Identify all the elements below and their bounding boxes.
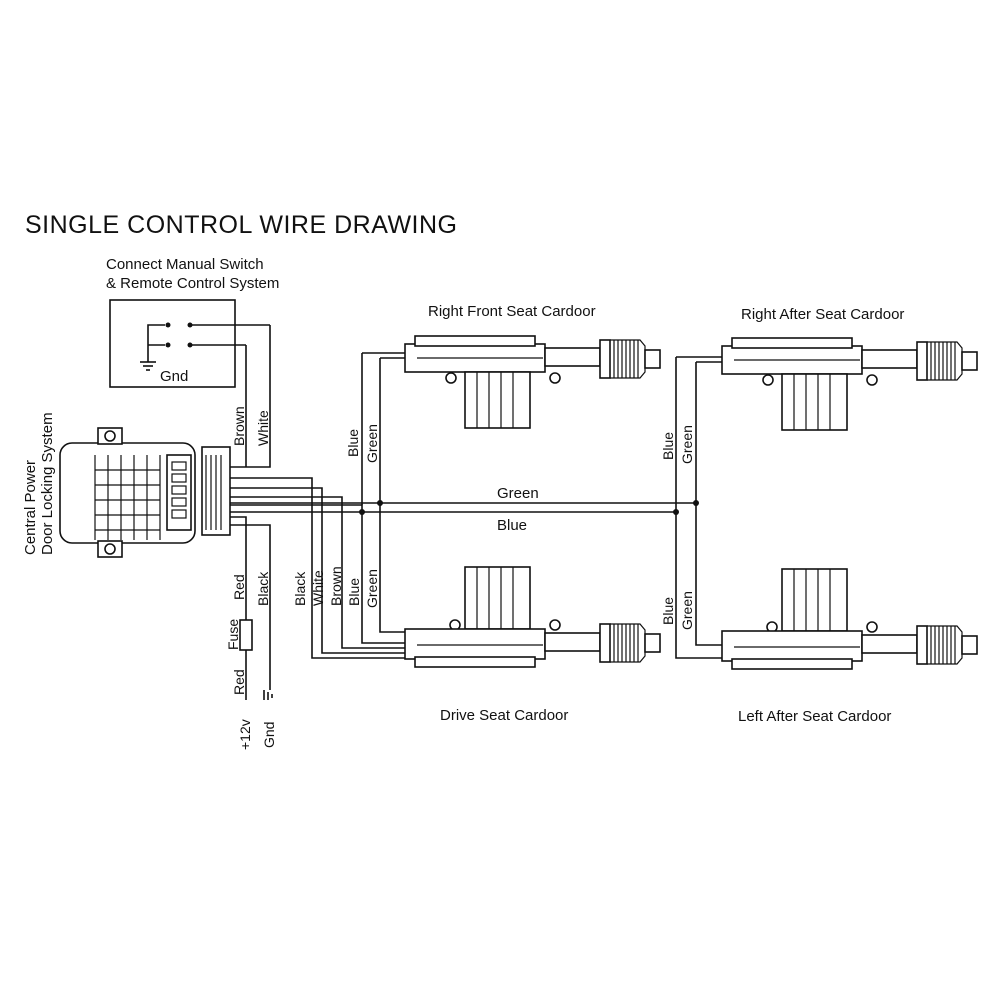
wire-label-blue-la: Blue: [660, 597, 676, 625]
control-unit: [59, 427, 231, 558]
actuator-label-right-front: Right Front Seat Cardoor: [428, 303, 596, 320]
ground-icon: [140, 361, 156, 371]
wire-label-blue-rf: Blue: [345, 429, 361, 457]
control-unit-label-2: Door Locking System: [39, 412, 56, 555]
wire-label-black-d: Black: [292, 571, 308, 606]
harness-wires: [230, 477, 410, 690]
wire-label-brown: Brown: [231, 406, 247, 446]
switch-box: Connect Manual Switch & Remote Control S…: [106, 256, 279, 388]
fuse-icon: [239, 619, 253, 651]
bus-blue-wire: [230, 509, 679, 515]
switch-wires: [230, 325, 271, 468]
bus-green-label: Green: [497, 485, 539, 502]
switch-box-label-2: & Remote Control System: [106, 275, 279, 292]
wire-label-red-bottom: Red: [231, 669, 247, 695]
diagram-title: SINGLE CONTROL WIRE DRAWING: [25, 211, 458, 239]
wire-label-blue-d: Blue: [346, 578, 362, 606]
power-label-12v: +12v: [237, 719, 253, 750]
ground-icon: [263, 690, 273, 700]
wire-label-white: White: [255, 410, 271, 446]
switch-contacts-icon: [147, 322, 270, 362]
wire-label-green-d: Green: [364, 569, 380, 608]
switch-box-label-1: Connect Manual Switch: [106, 256, 264, 273]
wire-label-green-rf: Green: [364, 424, 380, 463]
actuator-right-front: [404, 335, 661, 429]
switch-box-gnd: Gnd: [160, 368, 188, 385]
wire-label-black-power: Black: [255, 571, 271, 606]
front-branch-wires: [361, 352, 410, 633]
rear-branch-wires: [675, 356, 726, 659]
actuator-right-after: [721, 337, 978, 431]
wire-label-red-top: Red: [231, 574, 247, 600]
actuator-drive: [404, 566, 661, 668]
fuse-label: Fuse: [225, 619, 241, 650]
wire-label-white-d: White: [310, 570, 326, 606]
control-unit-label-1: Central Power: [22, 460, 39, 555]
actuator-label-left-after: Left After Seat Cardoor: [738, 708, 891, 725]
power-label-gnd: Gnd: [261, 722, 277, 748]
bus-blue-label: Blue: [497, 517, 527, 534]
wire-label-green-la: Green: [679, 591, 695, 630]
actuator-label-right-after: Right After Seat Cardoor: [741, 306, 904, 323]
wire-label-brown-d: Brown: [328, 566, 344, 606]
actuator-label-drive: Drive Seat Cardoor: [440, 707, 568, 724]
wire-label-blue-ra: Blue: [660, 432, 676, 460]
wire-label-green-ra: Green: [679, 425, 695, 464]
actuator-left-after: [721, 568, 978, 670]
